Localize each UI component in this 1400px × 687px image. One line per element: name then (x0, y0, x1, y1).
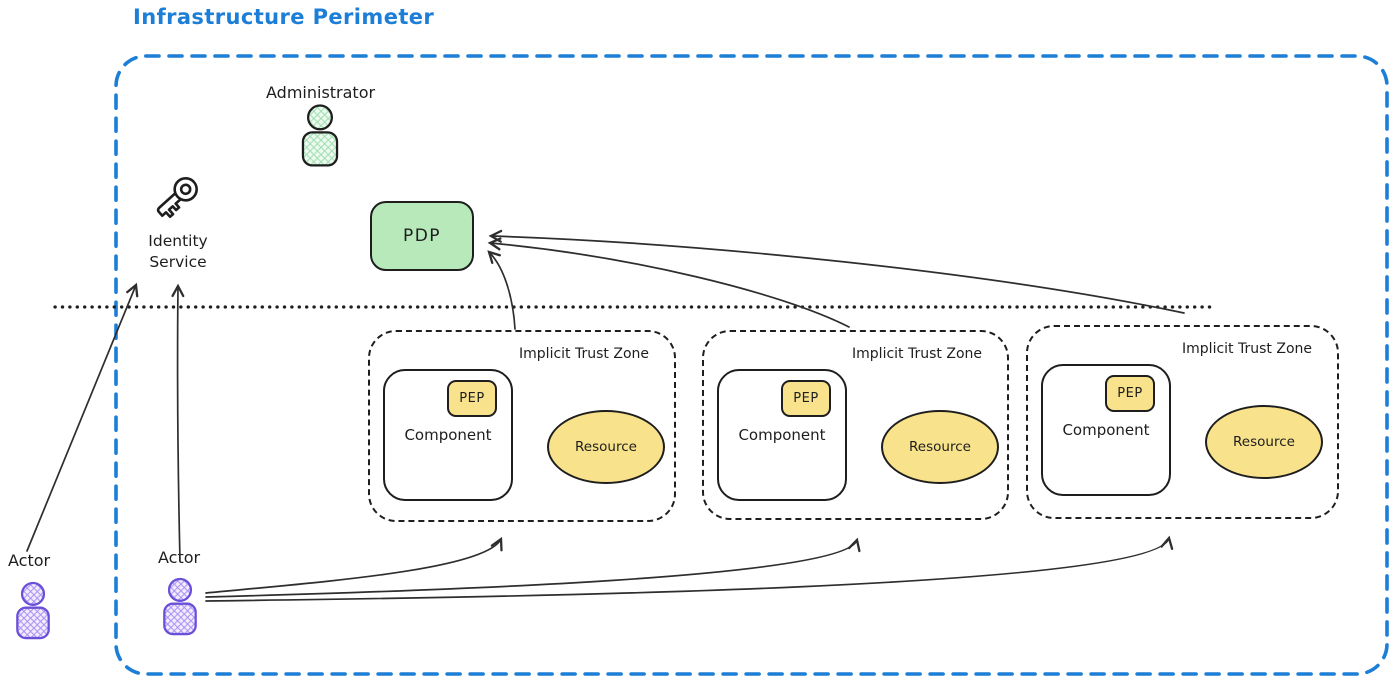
implicit-trust-zone-3: Implicit Trust Zone PEP Component Resour… (1026, 325, 1339, 519)
pep-badge-2: PEP (781, 380, 831, 417)
arrow-actor-inside-to-identity-service (171, 283, 185, 562)
identity-service-line2: Service (149, 253, 207, 271)
implicit-trust-zone-2: Implicit Trust Zone PEP Component Resour… (702, 330, 1009, 520)
identity-service-label: Identity Service (128, 231, 228, 273)
actor-inside-person-icon (163, 577, 197, 636)
arrow-actor-outside-to-identity-service (26, 282, 139, 552)
component-node-2: PEP Component (717, 369, 847, 501)
arrow-zone-2-to-pdp (487, 237, 850, 328)
arrow-actor-to-zone-1 (205, 536, 503, 594)
zone-3-label: Implicit Trust Zone (1182, 341, 1312, 357)
resource-node-2: Resource (881, 410, 999, 484)
component-node-1: PEP Component (383, 369, 513, 501)
administrator-label: Administrator (266, 83, 376, 102)
identity-service-line1: Identity (148, 232, 208, 250)
arrow-actor-to-zone-3 (205, 535, 1174, 602)
zone-2-label: Implicit Trust Zone (852, 346, 982, 362)
diagram-title: Infrastructure Perimeter (133, 5, 435, 29)
zone-1-label: Implicit Trust Zone (519, 346, 649, 362)
pep-badge-3: PEP (1105, 375, 1155, 412)
resource-node-1: Resource (547, 410, 665, 484)
arrow-actor-to-zone-2 (205, 537, 861, 598)
component-1-label: Component (404, 426, 492, 444)
pep-badge-1: PEP (447, 380, 497, 417)
arrow-zone-3-to-pdp (488, 229, 1185, 314)
actor-outside-person-icon (16, 581, 50, 640)
actor-outside-label: Actor (8, 551, 51, 570)
resource-node-3: Resource (1205, 405, 1323, 479)
component-node-3: PEP Component (1041, 364, 1171, 496)
component-2-label: Component (738, 426, 826, 444)
pdp-label: PDP (402, 226, 442, 246)
administrator-person-icon (301, 104, 339, 167)
arrow-zone-1-to-pdp (487, 250, 516, 330)
actor-inside-label: Actor (158, 548, 201, 567)
pdp-node: PDP (370, 201, 474, 271)
key-icon (156, 177, 198, 219)
implicit-trust-zone-1: Implicit Trust Zone PEP Component Resour… (368, 330, 676, 522)
component-3-label: Component (1062, 421, 1150, 439)
